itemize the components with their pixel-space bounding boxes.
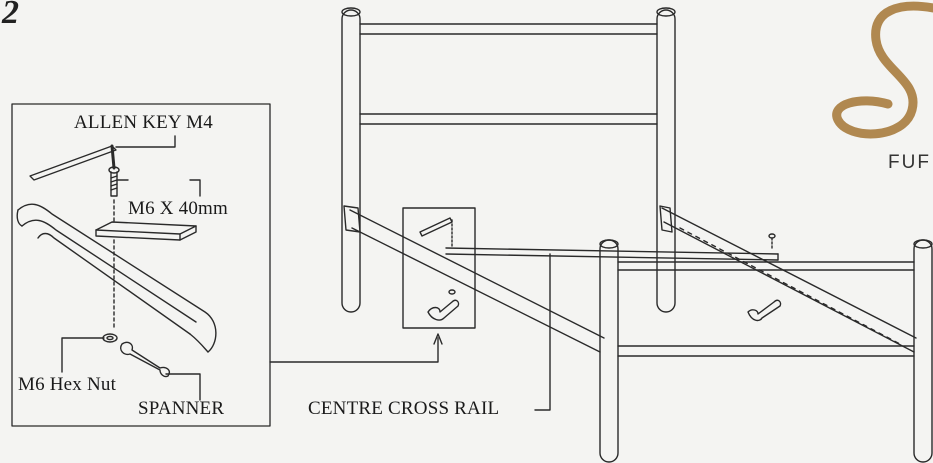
bracket-plate	[95, 221, 197, 241]
spanner-icon	[120, 341, 170, 378]
spanner-label: SPANNER	[138, 398, 225, 419]
connector-line	[269, 337, 439, 363]
allen-key-label: ALLEN KEY M4	[74, 112, 213, 133]
bed-frame	[341, 7, 933, 463]
logo-text: FUF	[888, 152, 931, 173]
centre-cross-rail-leader	[534, 253, 551, 411]
detail-inset	[11, 103, 271, 427]
centre-cross-rail-label: CENTRE CROSS RAIL	[308, 398, 500, 419]
bolt-icon	[108, 166, 120, 331]
bolt-label: M6 X 40mm	[128, 198, 228, 219]
hex-nut-icon	[102, 333, 118, 343]
centre-cross-rail	[445, 247, 779, 261]
spanner-icon	[747, 299, 782, 322]
detail-callout-box	[402, 207, 476, 329]
right-side-rail	[659, 205, 917, 353]
left-side-rail	[343, 205, 605, 353]
allen-key-icon	[29, 144, 117, 181]
logo-mark	[832, 1, 933, 139]
step-number: 2	[2, 0, 19, 31]
hex-nut-label: M6 Hex Nut	[18, 374, 117, 395]
